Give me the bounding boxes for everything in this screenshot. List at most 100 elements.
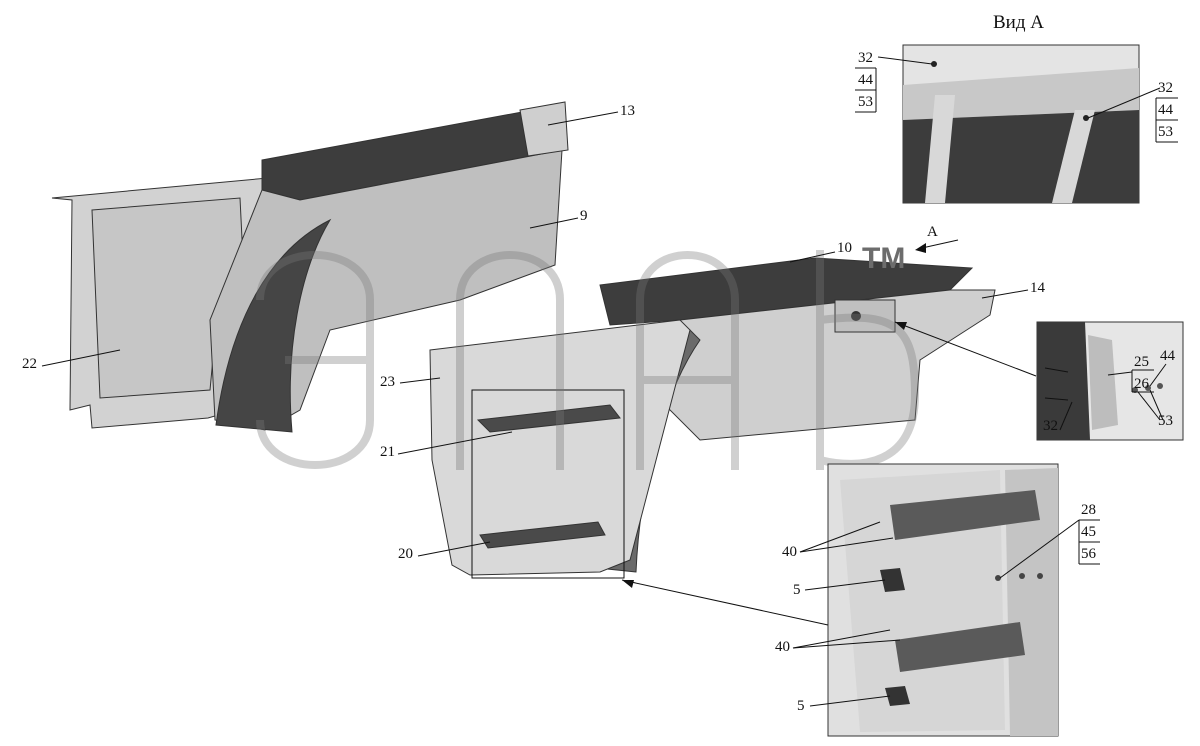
right-fender-assembly bbox=[429, 257, 996, 579]
leader-5-upper bbox=[804, 579, 886, 591]
label-26: 26 bbox=[1134, 376, 1150, 392]
view-a-leader-left bbox=[877, 56, 933, 65]
leader-14 bbox=[981, 289, 1029, 299]
switch-detail-screw-top bbox=[1044, 367, 1069, 373]
view-a-stack-right-3: 53 bbox=[1158, 124, 1173, 140]
leader-40-upper-a bbox=[799, 521, 881, 553]
label-53-switch: 53 bbox=[1158, 413, 1173, 429]
label-13: 13 bbox=[620, 103, 635, 119]
steps-detail-fender bbox=[1005, 468, 1058, 736]
leader-5-lower bbox=[809, 695, 891, 707]
steps-detail-fastener-1 bbox=[995, 575, 1001, 581]
leader-53-switch-a bbox=[1137, 391, 1161, 421]
watermark-letter-a bbox=[636, 251, 739, 470]
fender-9-arch bbox=[215, 218, 332, 433]
label-40-lower: 40 bbox=[775, 639, 790, 655]
leader-20 bbox=[417, 541, 491, 557]
steps-detail-bracket-lower bbox=[885, 686, 910, 706]
steps-detail-panel bbox=[840, 470, 1005, 732]
arrow-a-head bbox=[915, 243, 926, 253]
label-10: 10 bbox=[837, 240, 852, 256]
label-22: 22 bbox=[22, 356, 37, 372]
view-a-leg-left bbox=[925, 95, 955, 203]
view-a-leader-right bbox=[1087, 87, 1161, 119]
steps-detail-bracket-upper bbox=[880, 568, 905, 592]
leader-10 bbox=[789, 251, 836, 263]
label-32-switch: 32 bbox=[1043, 418, 1058, 434]
label-25: 25 bbox=[1134, 354, 1149, 370]
step-lower bbox=[479, 521, 606, 549]
label-a: А bbox=[927, 224, 938, 240]
view-a-stack-right-2: 44 bbox=[1158, 102, 1174, 118]
view-a-title: Вид А bbox=[993, 12, 1044, 33]
leader-a bbox=[921, 239, 959, 249]
view-a-leg-right bbox=[1052, 110, 1095, 203]
step-upper bbox=[476, 404, 621, 433]
watermark bbox=[256, 250, 920, 470]
steps-stack-1: 28 bbox=[1081, 502, 1096, 518]
steps-stack-3: 56 bbox=[1081, 546, 1097, 562]
label-5-lower: 5 bbox=[797, 698, 805, 714]
view-a-beam bbox=[903, 68, 1139, 120]
switch-detail-dark bbox=[1037, 322, 1090, 440]
leader-steps-stack bbox=[999, 519, 1080, 579]
label-14: 14 bbox=[1030, 280, 1046, 296]
steps-detail-fastener-3 bbox=[1037, 573, 1043, 579]
step-panel-23 bbox=[429, 319, 691, 576]
detail-frame-steps bbox=[471, 389, 625, 579]
view-a-inset: Вид А 32 44 53 32 44 53 bbox=[855, 12, 1178, 204]
leader-22 bbox=[41, 349, 121, 367]
label-21: 21 bbox=[380, 444, 395, 460]
steps-detail-inset: 40 5 40 5 28 45 56 bbox=[775, 463, 1100, 737]
view-a-stack-left-1: 32 bbox=[858, 50, 873, 66]
steps-detail-step-lower bbox=[895, 622, 1025, 672]
label-9: 9 bbox=[580, 208, 588, 224]
watermark-letter-e bbox=[256, 251, 374, 469]
switch-knob bbox=[851, 311, 861, 321]
view-a-bolt-1 bbox=[931, 61, 937, 67]
view-a-stack-left-2: 44 bbox=[858, 72, 874, 88]
switch-detail-inset: 25 26 44 32 53 bbox=[1036, 321, 1184, 441]
leader-13 bbox=[547, 111, 619, 126]
leader-9 bbox=[529, 217, 579, 229]
leader-to-switch-detail bbox=[894, 321, 1037, 377]
label-5-upper: 5 bbox=[793, 582, 801, 598]
leader-40-lower-b bbox=[792, 639, 901, 649]
leader-21 bbox=[397, 431, 513, 455]
leader-32-switch bbox=[1059, 401, 1073, 431]
steps-stack-2: 45 bbox=[1081, 524, 1096, 540]
switch-detail-plate bbox=[1088, 335, 1118, 430]
fender-9-body bbox=[209, 149, 563, 431]
switch-plate bbox=[834, 299, 896, 333]
label-20: 20 bbox=[398, 546, 413, 562]
leader-25 bbox=[1107, 371, 1133, 376]
label-40-upper: 40 bbox=[782, 544, 797, 560]
arrow-to-switch-detail-head bbox=[895, 322, 907, 330]
leader-53-switch-b bbox=[1149, 389, 1164, 421]
bracket-13 bbox=[519, 101, 569, 157]
main-callouts: 13 9 10 А 14 22 23 21 20 bbox=[22, 103, 1046, 626]
steps-detail-step-upper bbox=[890, 490, 1040, 540]
switch-detail-washer-2 bbox=[1145, 385, 1151, 391]
leader-40-lower-a bbox=[792, 629, 891, 649]
leader-23 bbox=[399, 377, 441, 384]
label-23: 23 bbox=[380, 374, 395, 390]
steps-detail-fastener-2 bbox=[1019, 573, 1025, 579]
leader-to-steps-detail bbox=[621, 579, 829, 626]
switch-detail-washer-3 bbox=[1157, 383, 1163, 389]
leader-44-switch bbox=[1149, 363, 1167, 387]
leader-40-upper-b bbox=[799, 537, 894, 553]
arrow-to-steps-detail-head bbox=[622, 580, 634, 588]
watermark-letter-b bbox=[816, 250, 920, 470]
watermark-letter-p bbox=[456, 251, 564, 470]
view-a-stack-right-1: 32 bbox=[1158, 80, 1173, 96]
view-a-bolt-2 bbox=[1083, 115, 1089, 121]
left-fender-assembly bbox=[51, 101, 569, 433]
fender-14-body bbox=[659, 289, 996, 441]
label-44-switch: 44 bbox=[1160, 348, 1176, 364]
switch-detail-screw-bottom bbox=[1044, 397, 1069, 401]
view-a-stack-left-3: 53 bbox=[858, 94, 873, 110]
watermark-tm: TM bbox=[862, 242, 905, 275]
